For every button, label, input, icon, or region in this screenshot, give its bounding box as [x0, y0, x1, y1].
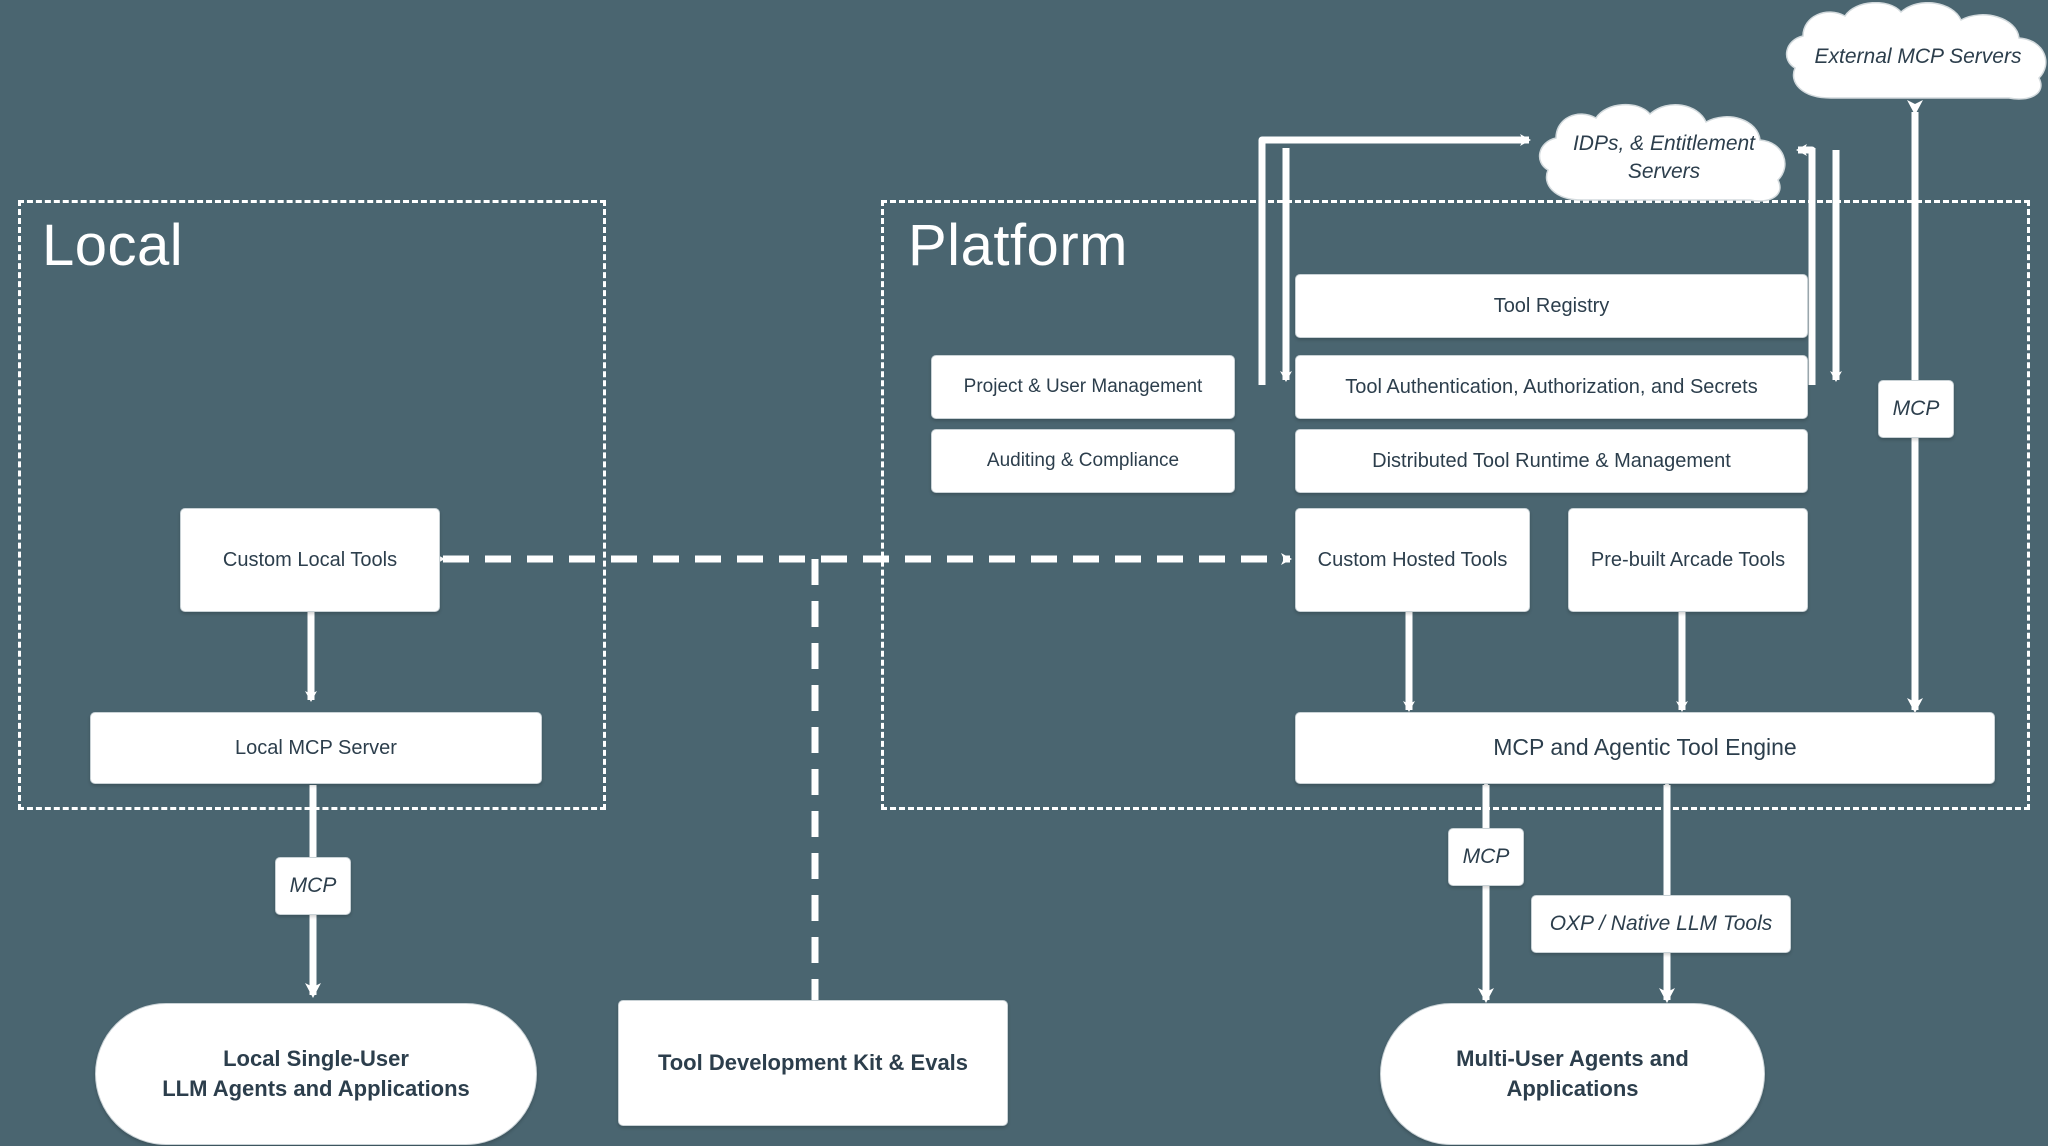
label-platform-mcp-right: MCP	[1878, 380, 1954, 438]
node-local-agents-line2: LLM Agents and Applications	[162, 1076, 470, 1101]
cloud-external-mcp-label: External MCP Servers	[1814, 44, 2022, 68]
node-project-user-management[interactable]: Project & User Management	[931, 355, 1235, 419]
cloud-idps-entitlement[interactable]: IDPs, & Entitlement Servers	[1530, 102, 1798, 214]
node-local-agents-line1: Local Single-User	[223, 1046, 409, 1072]
node-multi-user-agents-line1: Multi-User Agents and	[1456, 1046, 1689, 1072]
label-oxp-native-llm-tools: OXP / Native LLM Tools	[1531, 895, 1791, 953]
node-local-agents[interactable]: Local Single-User LLM Agents and Applica…	[95, 1003, 537, 1145]
cloud-idps-label: IDPs, & Entitlement Servers	[1572, 131, 1756, 183]
node-prebuilt-arcade-tools[interactable]: Pre-built Arcade Tools	[1568, 508, 1808, 612]
node-local-mcp-server[interactable]: Local MCP Server	[90, 712, 542, 784]
node-tool-auth[interactable]: Tool Authentication, Authorization, and …	[1295, 355, 1808, 419]
cloud-external-mcp-servers[interactable]: External MCP Servers	[1773, 2, 2048, 112]
node-auditing-compliance[interactable]: Auditing & Compliance	[931, 429, 1235, 493]
node-tool-registry[interactable]: Tool Registry	[1295, 274, 1808, 338]
node-custom-hosted-tools[interactable]: Custom Hosted Tools	[1295, 508, 1530, 612]
node-multi-user-agents-line2: Applications	[1506, 1076, 1639, 1101]
zone-local-title: Local	[42, 213, 184, 278]
node-multi-user-agents[interactable]: Multi-User Agents and Applications	[1380, 1003, 1765, 1145]
node-mcp-agentic-tool-engine[interactable]: MCP and Agentic Tool Engine	[1295, 712, 1995, 784]
zone-local	[18, 200, 606, 810]
node-distributed-tool-runtime[interactable]: Distributed Tool Runtime & Management	[1295, 429, 1808, 493]
label-local-mcp: MCP	[275, 857, 351, 915]
label-platform-mcp-bottom: MCP	[1448, 828, 1524, 886]
cloud-shape-idps	[1538, 103, 1786, 202]
cloud-shape-external-mcp	[1785, 2, 2047, 100]
zone-platform-title: Platform	[908, 213, 1128, 278]
node-tool-development-kit[interactable]: Tool Development Kit & Evals	[618, 1000, 1008, 1126]
zone-platform	[881, 200, 2030, 810]
node-custom-local-tools[interactable]: Custom Local Tools	[180, 508, 440, 612]
